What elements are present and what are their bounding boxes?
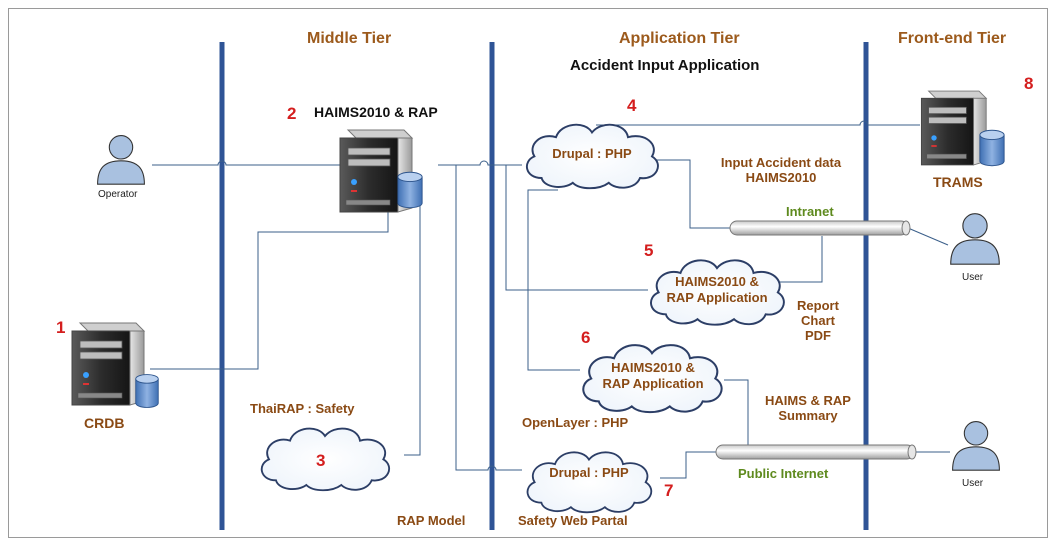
node-number-8: 8 [1024, 74, 1034, 93]
node-number-7: 7 [664, 481, 674, 500]
node-number-6: 6 [581, 328, 591, 347]
rap-model-label: RAP Model [397, 513, 466, 528]
database-icon [135, 374, 159, 408]
node-number-3: 3 [316, 451, 326, 470]
user-internet-label: User [962, 478, 984, 489]
input-accident-line2: HAIMS2010 [745, 170, 817, 185]
person-icon [950, 213, 1000, 265]
operator-label: Operator [98, 189, 138, 200]
person-icon [952, 421, 1000, 471]
crdb-label: CRDB [84, 415, 125, 431]
pipe-icon [715, 444, 917, 460]
node-number-2: 2 [287, 104, 297, 123]
cloud-icon [526, 451, 653, 514]
report-line3: PDF [805, 328, 831, 343]
drupal-top-cloud-text: Drupal : PHP [552, 146, 632, 161]
intranet-label: Intranet [786, 204, 834, 219]
report-line1: Report [797, 298, 839, 313]
report-line2: Chart [801, 313, 835, 328]
server-icon [920, 90, 987, 166]
public-internet-label: Public Internet [738, 466, 829, 481]
haims-rap-server-label: HAIMS2010 & RAP [314, 104, 438, 120]
haims-app-2-line2: RAP Application [602, 376, 704, 391]
person-icon [97, 135, 145, 185]
application-title: Accident Input Application [570, 57, 760, 74]
tier-heading-middle: Middle Tier [307, 30, 392, 47]
haims-app-1-line1: HAIMS2010 & [675, 274, 759, 289]
connectors [150, 120, 950, 479]
server-icon [71, 322, 145, 406]
pipe-icon [729, 220, 911, 236]
summary-line1: HAIMS & RAP [765, 393, 851, 408]
openlayer-label: OpenLayer : PHP [522, 415, 629, 430]
summary-line2: Summary [778, 408, 838, 423]
node-number-1: 1 [56, 318, 66, 337]
tier-heading-frontend: Front-end Tier [898, 30, 1007, 47]
drupal-bottom-cloud-text: Drupal : PHP [549, 465, 629, 480]
input-accident-line1: Input Accident data [720, 155, 842, 170]
haims-app-2-line1: HAIMS2010 & [611, 360, 695, 375]
tier-heading-application: Application Tier [619, 30, 740, 47]
node-number-5: 5 [644, 241, 654, 260]
database-icon [979, 129, 1005, 167]
user-intranet-label: User [962, 272, 984, 283]
database-icon [397, 171, 423, 209]
thairap-label: ThaiRAP : Safety [250, 401, 355, 416]
trams-label: TRAMS [933, 174, 983, 190]
safety-portal-label: Safety Web Partal [518, 513, 628, 528]
haims-app-1-line2: RAP Application [666, 290, 768, 305]
node-number-4: 4 [627, 96, 637, 115]
